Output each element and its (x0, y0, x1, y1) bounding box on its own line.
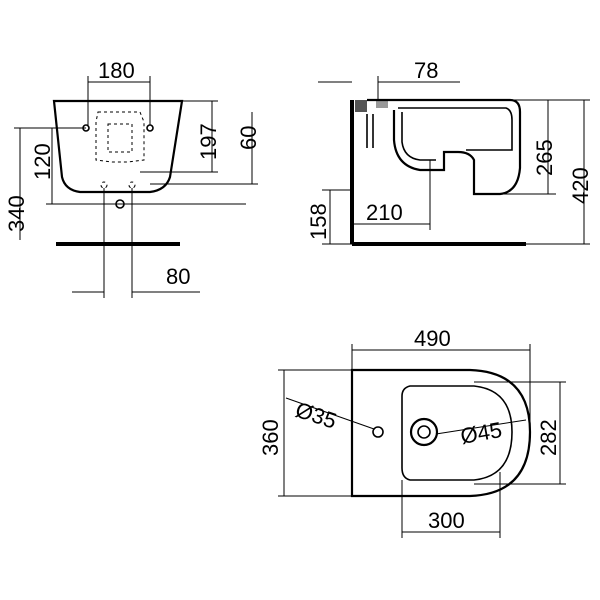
dim-label-80: 80 (166, 264, 190, 289)
side-view: 78 265 420 158 210 (306, 58, 593, 246)
dim-label-210: 210 (366, 200, 403, 225)
top-bowl-outline (401, 385, 513, 481)
leader-line (435, 419, 527, 435)
front-view: 180 197 60 340 120 80 (4, 58, 261, 298)
dim-label-78: 78 (414, 58, 438, 83)
front-fixing-inner (107, 123, 133, 153)
dim-label-60: 60 (236, 126, 261, 150)
dim-label-120: 120 (30, 143, 55, 180)
top-drain-inner (417, 425, 431, 439)
side-body-outline (367, 98, 522, 196)
dim-label-420: 420 (568, 167, 593, 204)
dim-label-265: 265 (532, 139, 557, 176)
side-body-inner (398, 107, 513, 151)
dim-label-300: 300 (428, 508, 465, 533)
front-hole (146, 124, 154, 132)
front-body-outline (52, 99, 184, 194)
dim-label-180: 180 (98, 58, 135, 83)
top-body-outline (350, 368, 532, 498)
top-view: 490 360 282 300 Ø35 Ø45 (258, 326, 566, 538)
dim-label-158: 158 (306, 203, 331, 240)
dim-label-360: 360 (258, 419, 283, 456)
dim-label-282: 282 (536, 419, 561, 456)
dim-label-197: 197 (196, 123, 221, 160)
front-hole (128, 181, 136, 189)
front-hole (100, 181, 108, 189)
top-tap-hole (372, 426, 384, 438)
leader-line (285, 397, 375, 430)
dim-label-d45: Ø45 (459, 417, 504, 449)
side-bracket (376, 100, 388, 108)
front-fixing-frame (95, 111, 145, 163)
dim-label-340: 340 (4, 195, 29, 232)
dim-label-490: 490 (414, 326, 451, 351)
side-bracket (355, 100, 367, 112)
side-bowl-detail (401, 112, 436, 161)
dim-label-d35: Ø35 (292, 397, 339, 434)
top-drain-outer (409, 417, 439, 447)
